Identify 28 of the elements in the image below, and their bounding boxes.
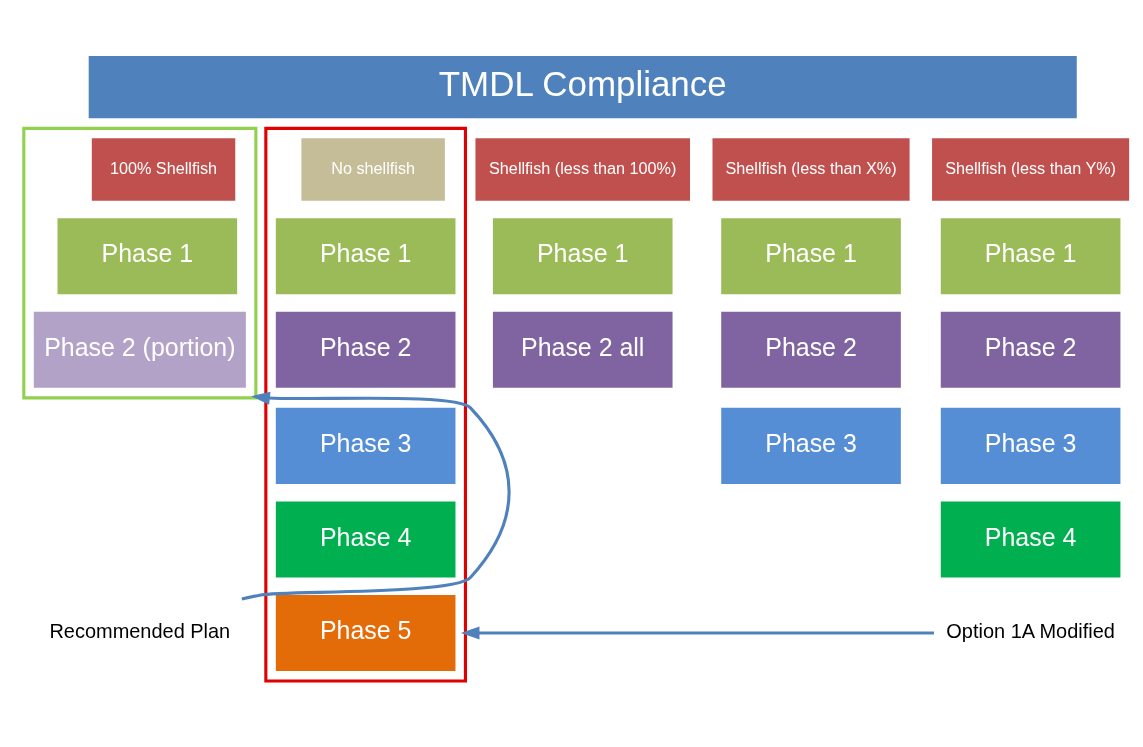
cluster (264, 126, 467, 683)
node-box: No shellfish (301, 138, 445, 201)
arrow (241, 391, 511, 601)
node-box: Phase 4 (940, 501, 1121, 578)
node-box: Phase 4 (275, 501, 456, 578)
node-box: Phase 1 (275, 218, 456, 295)
cluster (22, 126, 258, 400)
node-box: Phase 3 (275, 407, 456, 484)
node-box: Phase 3 (721, 407, 901, 484)
node-text: Recommended Plan (49, 619, 231, 642)
node-box: Phase 5 (275, 594, 456, 672)
node-box: Phase 1 (57, 218, 238, 295)
node-box: Phase 1 (492, 218, 673, 295)
node-box: Phase 2 (940, 311, 1121, 388)
node-box: 100% Shellfish (91, 138, 236, 201)
node-box: Phase 1 (721, 218, 901, 295)
node-box: Phase 2 all (492, 311, 673, 388)
node-box: Phase 1 (940, 218, 1121, 295)
node-box: Shellfish (less than Y%) (932, 138, 1130, 201)
arrow (460, 626, 934, 640)
node-text: Option 1A Modified (946, 619, 1115, 642)
node-box: Shellfish (less than X%) (712, 138, 910, 201)
node-box: Phase 3 (940, 407, 1121, 484)
node-box: TMDL Compliance (88, 56, 1077, 119)
node-box: Shellfish (less than 100%) (475, 138, 690, 201)
node-box: Phase 2 (721, 311, 901, 388)
node-box: Phase 2 (portion) (33, 311, 246, 388)
node-box: Phase 2 (275, 311, 456, 388)
